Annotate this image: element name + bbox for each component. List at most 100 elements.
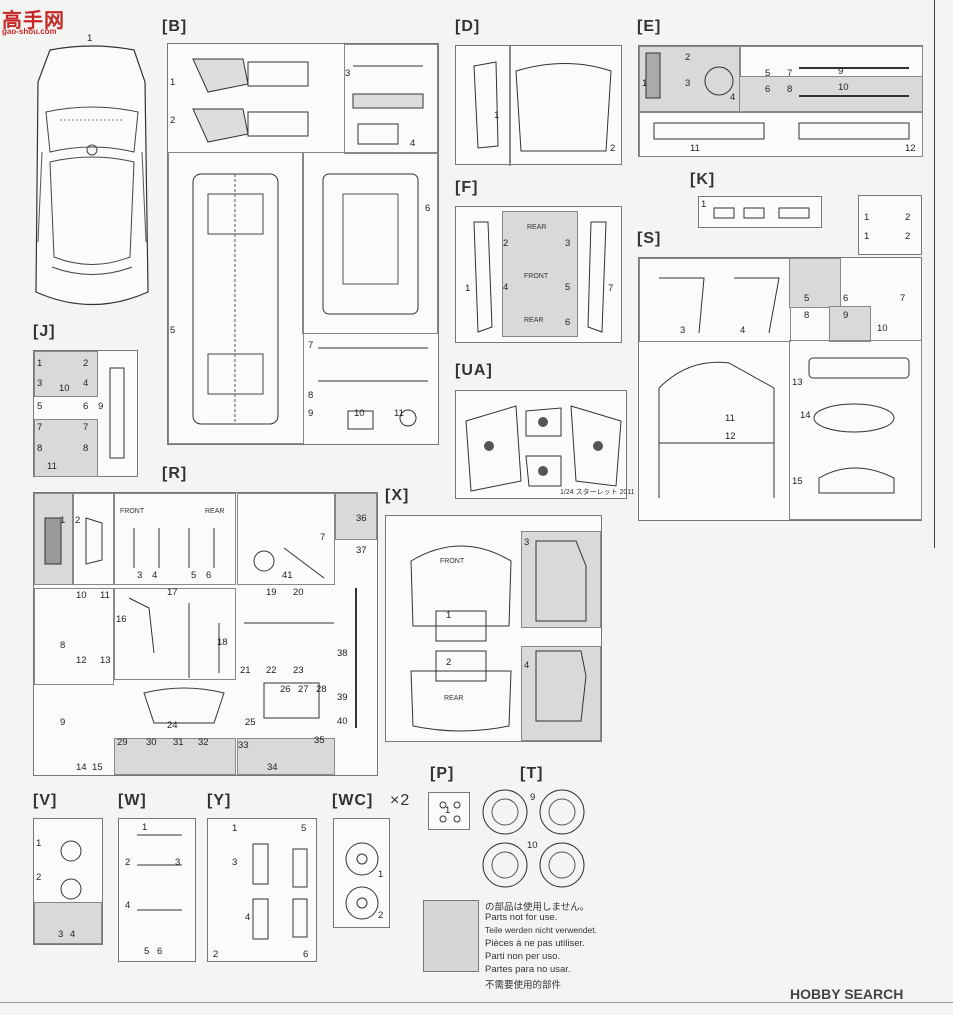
r-part-12: 12 bbox=[76, 655, 87, 666]
sprue-v-frame bbox=[33, 818, 103, 945]
b-part-11: 11 bbox=[394, 408, 404, 419]
b-part-8: 8 bbox=[308, 390, 314, 401]
j-part-8a: 8 bbox=[37, 443, 43, 454]
j-part-2: 2 bbox=[83, 358, 89, 369]
f-rear-text: REAR bbox=[527, 224, 547, 231]
sprue-w-frame bbox=[118, 818, 196, 962]
r-part-32: 32 bbox=[198, 737, 209, 748]
j-part-4: 4 bbox=[83, 378, 89, 389]
sprue-v-label: [V] bbox=[33, 792, 58, 809]
wc-part-2: 2 bbox=[378, 910, 384, 921]
r-part-2: 2 bbox=[75, 515, 81, 526]
w-part-4: 4 bbox=[125, 900, 131, 911]
f-part-6: 6 bbox=[565, 317, 571, 328]
y-part-1: 1 bbox=[232, 823, 238, 834]
x-rear-text: REAR bbox=[444, 695, 464, 702]
e-part-10: 10 bbox=[838, 82, 849, 93]
r-part-9: 9 bbox=[60, 717, 66, 728]
r-part-10: 10 bbox=[76, 590, 87, 601]
sprue-d-frame bbox=[455, 45, 622, 166]
b-part-7: 7 bbox=[308, 340, 314, 351]
d-part-2: 2 bbox=[610, 143, 616, 154]
ua-footer: 1/24 スターレット 2011 bbox=[560, 489, 635, 496]
r-part-11: 11 bbox=[100, 590, 110, 601]
e-part-3: 3 bbox=[685, 78, 691, 89]
sprue-y-label: [Y] bbox=[207, 792, 232, 809]
f-part-7: 7 bbox=[608, 283, 614, 294]
r-part-35: 35 bbox=[314, 735, 325, 746]
sprue-wc-label: [WC] bbox=[332, 792, 374, 809]
r-part-15: 15 bbox=[92, 762, 103, 773]
r-part-37: 37 bbox=[356, 545, 367, 556]
f-part-1: 1 bbox=[465, 283, 471, 294]
y-part-6: 6 bbox=[303, 949, 309, 960]
v-part-4: 4 bbox=[70, 929, 76, 940]
page-rule bbox=[934, 0, 935, 548]
s-part-11: 11 bbox=[725, 413, 735, 424]
r-part-20: 20 bbox=[293, 587, 304, 598]
s-part-14: 14 bbox=[800, 410, 811, 421]
j-part-10: 10 bbox=[59, 383, 70, 394]
sprue-e-label: [E] bbox=[637, 18, 662, 35]
r-part-7: 7 bbox=[320, 532, 326, 543]
legend-line-zh: 不需要使用的部件 bbox=[485, 980, 562, 991]
legend-line-en: Parts not for use. bbox=[485, 912, 558, 923]
watermark-logo: 高手网 bbox=[2, 10, 65, 32]
e-part-1: 1 bbox=[642, 78, 648, 89]
sprue-f-label: [F] bbox=[455, 179, 479, 196]
e-part-4: 4 bbox=[730, 92, 736, 103]
sprue-k-label: [K] bbox=[690, 171, 716, 188]
v-part-3: 3 bbox=[58, 929, 64, 940]
y-part-4: 4 bbox=[245, 912, 251, 923]
j-part-6: 6 bbox=[83, 401, 89, 412]
legend-line-es: Partes para no usar. bbox=[485, 964, 571, 975]
k-side-part-1a: 1 bbox=[864, 212, 870, 223]
r-part-22: 22 bbox=[266, 665, 277, 676]
e-part-5: 5 bbox=[765, 68, 771, 79]
wc-part-1: 1 bbox=[378, 869, 384, 880]
s-part-6: 6 bbox=[843, 293, 849, 304]
sprue-wc-frame bbox=[333, 818, 390, 928]
b-part-3: 3 bbox=[345, 68, 351, 79]
r-part-3: 3 bbox=[137, 570, 143, 581]
r-part-8: 8 bbox=[60, 640, 66, 651]
sprue-x-frame bbox=[385, 515, 602, 742]
b-part-9: 9 bbox=[308, 408, 314, 419]
sprue-p-label: [P] bbox=[430, 765, 455, 782]
w-part-3: 3 bbox=[175, 857, 181, 868]
e-part-12: 12 bbox=[905, 143, 916, 154]
b-part-1: 1 bbox=[170, 77, 176, 88]
b-part-4: 4 bbox=[410, 138, 416, 149]
sprue-y-frame bbox=[207, 818, 317, 962]
x-part-4: 4 bbox=[524, 660, 530, 671]
j-part-11: 11 bbox=[47, 461, 57, 472]
r-part-25: 25 bbox=[245, 717, 256, 728]
e-part-11: 11 bbox=[690, 143, 700, 154]
p-part-1: 1 bbox=[445, 805, 451, 816]
w-part-1: 1 bbox=[142, 822, 148, 833]
k-side-part-2b: 2 bbox=[905, 231, 911, 242]
sprue-j-frame bbox=[33, 350, 138, 477]
e-part-2: 2 bbox=[685, 52, 691, 63]
legend-line-it: Parti non per uso. bbox=[485, 951, 560, 962]
w-part-5: 5 bbox=[144, 946, 150, 957]
f-part-4: 4 bbox=[503, 282, 509, 293]
y-part-2: 2 bbox=[213, 949, 219, 960]
k-side-part-2a: 2 bbox=[905, 212, 911, 223]
r-part-19: 19 bbox=[266, 587, 277, 598]
j-part-5: 5 bbox=[37, 401, 43, 412]
s-part-4: 4 bbox=[740, 325, 746, 336]
j-part-8b: 8 bbox=[83, 443, 89, 454]
sprue-p-frame bbox=[428, 792, 470, 830]
y-part-5: 5 bbox=[301, 823, 307, 834]
sprue-s-frame bbox=[638, 257, 922, 521]
r-part-13: 13 bbox=[100, 655, 111, 666]
sprue-x-label: [X] bbox=[385, 487, 410, 504]
f-part-2: 2 bbox=[503, 238, 509, 249]
r-part-39: 39 bbox=[337, 692, 348, 703]
j-part-7b: 7 bbox=[83, 422, 89, 433]
not-used-swatch bbox=[423, 900, 479, 972]
sprue-j-label: [J] bbox=[33, 323, 56, 340]
r-part-5: 5 bbox=[191, 570, 197, 581]
b-part-6: 6 bbox=[425, 203, 431, 214]
